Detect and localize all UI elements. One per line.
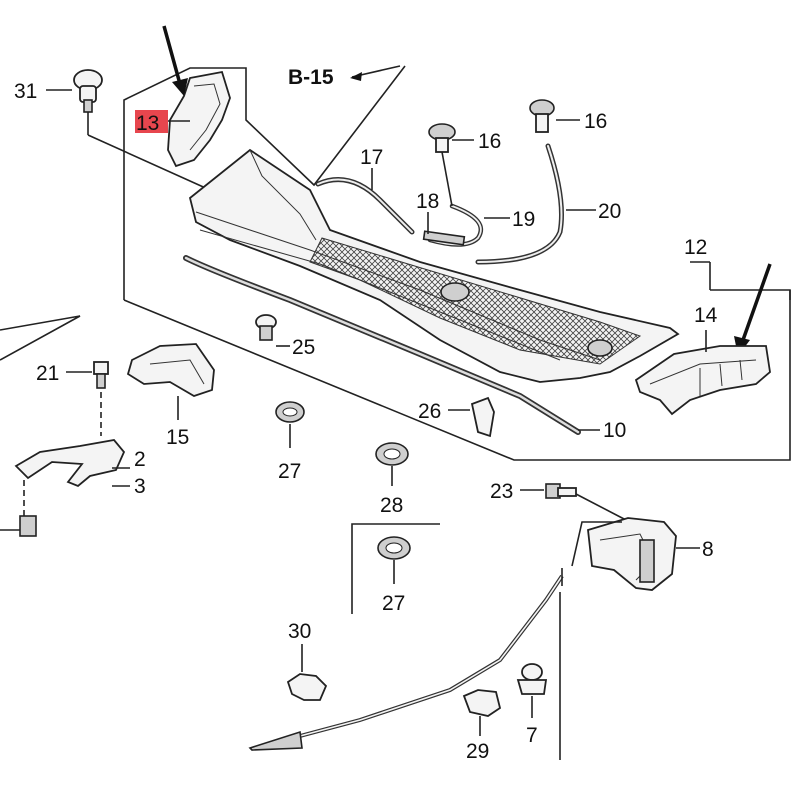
part-7-clip: 7	[516, 592, 561, 760]
label-30: 30	[288, 620, 311, 643]
part-31-clip: 31	[14, 69, 211, 191]
label-23: 23	[490, 480, 513, 503]
part-15-bracket: 15	[126, 343, 215, 449]
label-31: 31	[14, 80, 37, 103]
label-8: 8	[702, 538, 714, 561]
label-3: 3	[134, 475, 146, 498]
label-27b: 27	[382, 592, 405, 615]
part-25-clip: 25	[255, 314, 315, 359]
part-29-clip: 29	[462, 689, 502, 763]
label-15: 15	[166, 426, 189, 449]
release-cable	[248, 568, 564, 751]
part-14-endcap: 14	[634, 304, 771, 416]
part-26-clip: 26	[418, 396, 495, 438]
label-16a: 16	[478, 130, 501, 153]
label-7: 7	[526, 724, 538, 747]
assembly-outline	[123, 65, 791, 461]
reference-b15: B-15	[288, 65, 401, 89]
label-19: 19	[512, 208, 535, 231]
ref-b15-label: B-15	[288, 66, 334, 89]
part-28-grommet: 28	[375, 442, 409, 517]
part-12-cowl: 12	[188, 148, 710, 383]
part-2-3-hinge: 2 3	[0, 315, 146, 537]
label-27a: 27	[278, 460, 301, 483]
label-12: 12	[684, 236, 707, 259]
label-16b: 16	[584, 110, 607, 133]
part-10-seal: 10	[183, 255, 626, 442]
part-21-bolt: 21	[36, 361, 109, 436]
washer-hoses: 17 19 18 20 16 16	[315, 99, 621, 265]
label-21: 21	[36, 362, 59, 385]
label-17: 17	[360, 146, 383, 169]
arrow-top-left	[162, 25, 188, 96]
label-18: 18	[416, 190, 439, 213]
part-30-clip: 30	[286, 620, 328, 701]
part-27-grommet-b: 27	[351, 523, 440, 615]
label-25: 25	[292, 336, 315, 359]
part-13-bracket: 13	[135, 70, 231, 168]
label-14: 14	[694, 304, 718, 327]
label-29: 29	[466, 740, 489, 763]
part-27-grommet-a: 27	[275, 401, 305, 483]
label-2: 2	[134, 448, 146, 471]
part-8-latch: 8	[571, 517, 714, 591]
arrow-right	[734, 263, 772, 356]
label-20: 20	[598, 200, 621, 223]
part-23-bolt: 23	[490, 480, 627, 521]
label-28: 28	[380, 494, 403, 517]
label-26: 26	[418, 400, 441, 423]
highlight-13	[135, 110, 168, 133]
label-13: 13	[136, 112, 159, 135]
label-10: 10	[603, 419, 626, 442]
